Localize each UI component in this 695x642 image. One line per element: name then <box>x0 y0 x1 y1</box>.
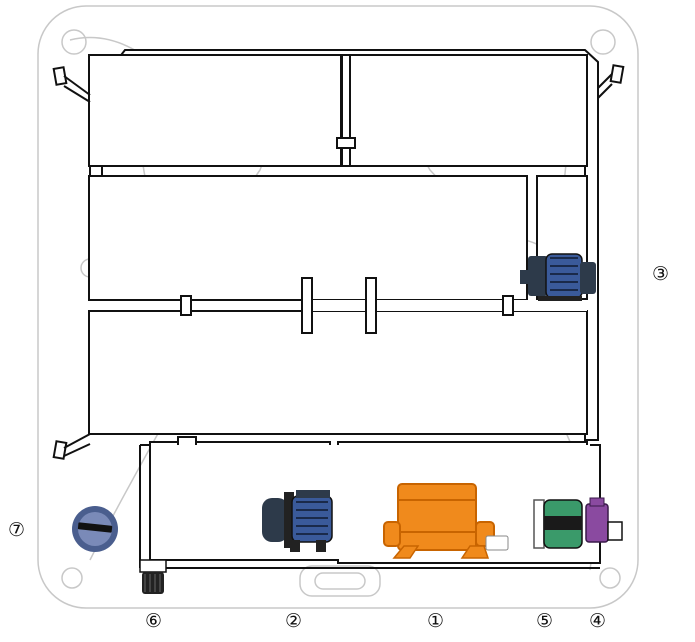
callout-2: ② <box>285 610 303 632</box>
jet-pump-icon <box>520 253 596 301</box>
callout-6: ⑥ <box>145 610 163 632</box>
callout-4: ④ <box>589 610 607 632</box>
heater-icon <box>383 483 509 559</box>
callout-7: ⑦ <box>8 519 26 541</box>
ozonator-icon <box>585 497 623 543</box>
filter-icon <box>533 499 583 549</box>
pipe-network <box>52 49 625 569</box>
drain-valve-icon <box>139 559 167 594</box>
circulation-pump-icon <box>262 490 333 552</box>
control-knob-icon <box>72 506 118 552</box>
callout-1: ① <box>427 610 445 632</box>
callout-5: ⑤ <box>536 610 554 632</box>
callout-3: ③ <box>652 263 670 285</box>
